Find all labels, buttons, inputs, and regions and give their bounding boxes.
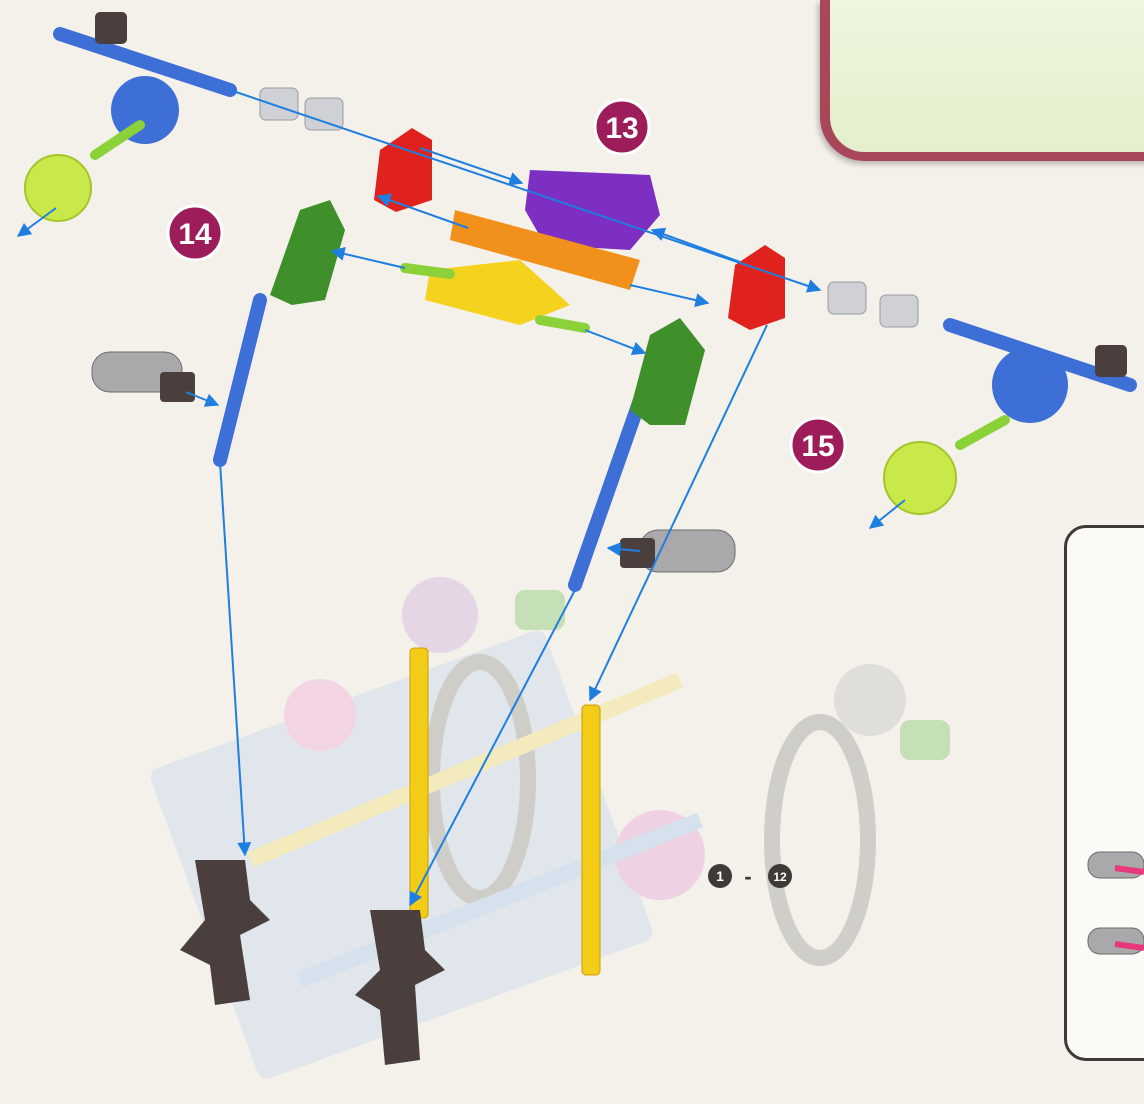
pink-rod	[1115, 944, 1144, 948]
range-start: 1	[716, 868, 724, 884]
red-connector	[728, 245, 785, 330]
range-label: 1 - 12	[708, 864, 792, 889]
spacer	[880, 295, 918, 327]
faded-gear	[284, 679, 356, 751]
left-axle	[25, 12, 230, 221]
pink-rod	[1115, 868, 1144, 872]
faded-connector	[900, 720, 950, 760]
lime-wheel	[884, 442, 956, 514]
lime-wheel	[25, 155, 91, 221]
range-end: 12	[773, 870, 787, 884]
inset-detail	[1088, 852, 1144, 954]
arrow	[585, 330, 645, 353]
gray-clip	[1088, 852, 1144, 878]
end-cap	[1095, 345, 1127, 377]
step-number: 14	[178, 218, 212, 251]
green-axle-stub	[960, 420, 1005, 445]
blue-rod	[220, 300, 260, 460]
step-badge-14: 14	[168, 206, 222, 260]
red-connector	[374, 128, 432, 212]
gray-clip	[1088, 928, 1144, 954]
gray-clip	[92, 352, 195, 402]
yellow-rod	[582, 705, 600, 975]
range-dash: -	[744, 864, 751, 889]
arrow	[630, 285, 708, 303]
left-frame-post	[220, 200, 345, 460]
base-model-faded	[148, 577, 950, 1082]
blue-gear	[992, 347, 1068, 423]
green-connector	[270, 200, 345, 305]
green-axle-stub	[405, 268, 450, 274]
arrow	[332, 251, 405, 268]
end-cap	[95, 12, 127, 44]
green-connector	[630, 318, 705, 425]
step-badge-15: 15	[791, 418, 845, 472]
faded-gear	[402, 577, 478, 653]
step-number: 15	[801, 430, 834, 463]
spacer	[260, 88, 298, 120]
right-axle	[828, 282, 1130, 514]
arrow	[870, 500, 905, 528]
faded-gear	[834, 664, 906, 736]
step-badge-13: 13	[595, 100, 649, 154]
step-number: 13	[605, 112, 638, 145]
arrow	[652, 230, 740, 262]
spacer	[305, 98, 343, 130]
right-wheel	[772, 722, 868, 958]
spacer	[828, 282, 866, 314]
green-axle-stub	[540, 320, 585, 328]
arrow	[420, 148, 522, 183]
